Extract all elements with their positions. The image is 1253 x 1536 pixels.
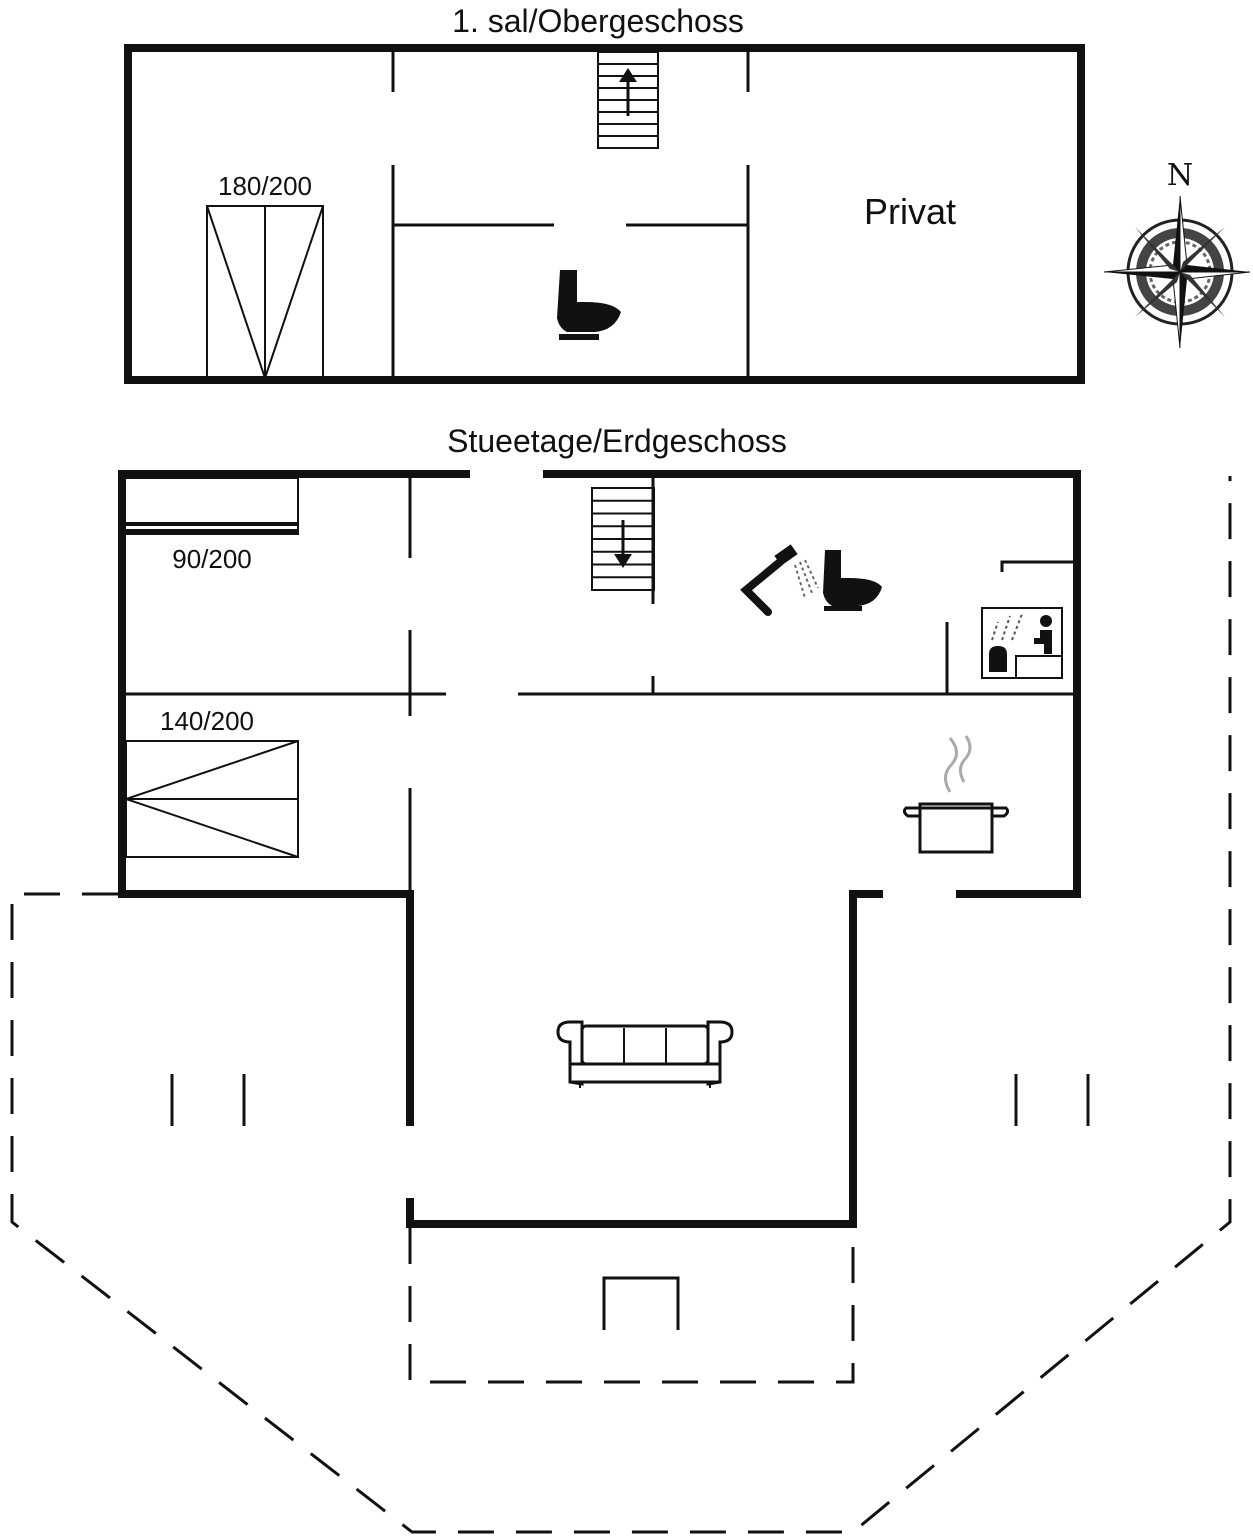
stairs-up-icon <box>597 51 659 149</box>
ground-floor-outer-walls <box>118 470 1081 1228</box>
upper-floor-inner-walls <box>391 52 750 376</box>
toilet-icon <box>557 270 621 340</box>
upper-floor-plan: 180/200 Privat <box>124 44 1085 384</box>
single-bed-icon <box>126 477 299 535</box>
stairs-down-icon <box>591 487 655 591</box>
ground-floor-plan: 90/200 140/200 <box>10 470 1232 1534</box>
terrace-outline <box>10 476 1232 1534</box>
ground-floor-inner-walls <box>126 478 1073 890</box>
cooking-pot-icon <box>902 735 1010 854</box>
upper-floor-outer-wall <box>124 44 1085 384</box>
ground-floor-title: Stueetage/Erdgeschoss <box>447 423 787 459</box>
double-bed-label: 140/200 <box>160 706 254 736</box>
compass-rose-icon: N <box>1103 158 1251 349</box>
single-bed-label: 90/200 <box>172 544 252 574</box>
sofa-icon <box>556 1020 734 1088</box>
double-bed-icon <box>125 740 299 858</box>
shower-icon <box>740 544 819 616</box>
sauna-icon <box>981 607 1063 679</box>
double-bed-icon <box>206 205 324 379</box>
upper-bed-label: 180/200 <box>218 171 312 201</box>
upper-floor-title: 1. sal/Obergeschoss <box>452 3 744 39</box>
north-label: N <box>1167 158 1193 193</box>
room-label-private: Privat <box>864 191 956 232</box>
terrace-posts <box>170 1074 1090 1126</box>
toilet-icon <box>823 550 882 611</box>
fireplace-icon <box>602 1276 680 1330</box>
